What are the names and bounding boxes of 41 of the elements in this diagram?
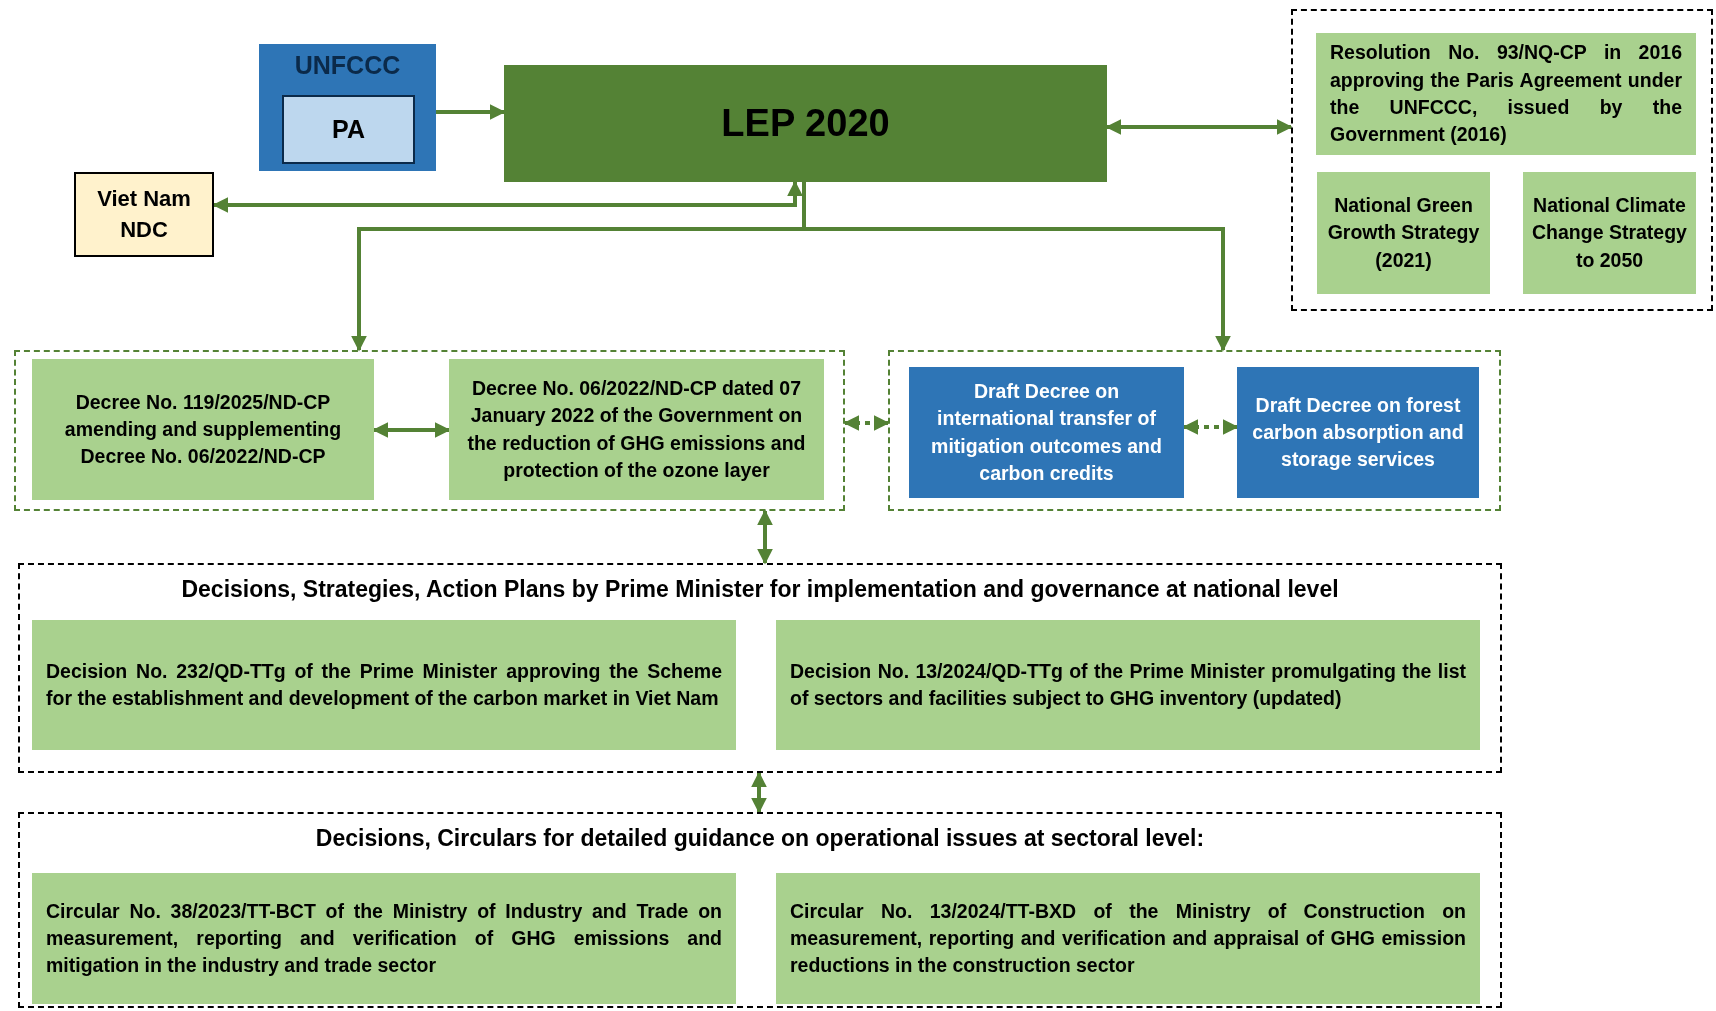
box-heading: UNFCCC <box>294 50 401 81</box>
box-text: Circular No. 38/2023/TT-BCT of the Ministry of Industry and Trade on measurement, reporting and verification of GHG emissions and mitigation in the industry and trade sector <box>46 898 722 979</box>
arrow <box>757 509 773 565</box>
draft-decree-box <box>909 367 1184 498</box>
agreement-box <box>282 95 415 164</box>
box-text: National Green Growth Strategy (2021) <box>1326 193 1481 273</box>
box-text: National Climate Change Strategy to 2050 <box>1531 193 1688 273</box>
policy-box <box>32 620 736 750</box>
policy-box <box>32 359 374 500</box>
policy-box <box>449 359 824 500</box>
policy-box <box>1523 172 1696 294</box>
arrow <box>436 104 506 120</box>
box-text: Decree No. 06/2022/ND-CP dated 07 January 2022 of the Government on the reduction of GHG emissions and protection of the ozone layer <box>466 375 807 483</box>
policy-box <box>776 620 1480 750</box>
policy-box <box>1316 33 1696 155</box>
box-text: Circular No. 13/2024/TT-BXD of the Ministry of Construction on measurement, reporting and verification and appraisal of GHG emission reductions in the construction sector <box>790 898 1466 979</box>
law-box <box>504 65 1107 182</box>
policy-box <box>32 873 736 1004</box>
policy-box <box>1317 172 1490 294</box>
box-text: Decree No. 119/2025/ND-CP amending and supplementing Decree No. 06/2022/ND-CP <box>63 389 343 470</box>
arrow <box>843 415 890 431</box>
box-text: Draft Decree on international transfer of mitigation outcomes and carbon credits <box>930 378 1163 486</box>
policy-group-frame <box>1291 9 1713 311</box>
box-text: Decision No. 13/2024/QD-TTg of the Prime Minister promulgating the list of sectors and facilities subject to GHG inventory (updated) <box>790 658 1466 711</box>
policy-box <box>776 873 1480 1004</box>
box-text: Viet Nam NDC <box>96 184 192 244</box>
framework-box <box>259 44 436 171</box>
group-heading: Decisions, Circulars for detailed guidance on operational issues at sectoral level: <box>315 824 1205 853</box>
arrow <box>751 771 767 814</box>
level-group-frame <box>18 563 1502 773</box>
ndc-box <box>74 172 214 257</box>
box-text: Resolution No. 93/NQ-CP in 2016 approving the Paris Agreement under the UNFCCC, issued by the Government (2016) <box>1330 40 1682 148</box>
decree-group-frame <box>14 350 845 511</box>
box-text: PA <box>332 114 365 145</box>
decree-group-frame <box>888 350 1501 511</box>
group-heading: Decisions, Strategies, Action Plans by Prime Minister for implementation and governance at national level <box>181 575 1339 604</box>
level-group-frame <box>18 812 1502 1008</box>
box-text: LEP 2020 <box>721 100 890 146</box>
box-text: Decision No. 232/QD-TTg of the Prime Minister approving the Scheme for the establishment and development of the carbon market in Viet Nam <box>46 658 722 711</box>
draft-decree-box <box>1237 367 1479 498</box>
box-text: Draft Decree on forest carbon absorption and storage services <box>1251 392 1465 473</box>
